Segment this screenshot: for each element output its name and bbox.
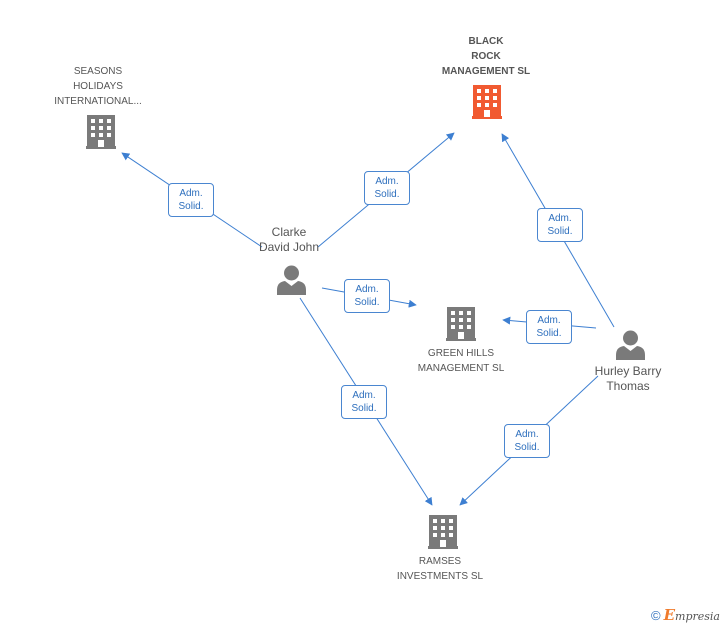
relation-badge-hurley-ramses[interactable]: Adm. Solid. — [504, 424, 550, 458]
company-label-seasons-holidays[interactable]: SEASONS HOLIDAYS INTERNATIONAL... — [54, 66, 142, 107]
relation-badge-hurley-greenhills[interactable]: Adm. Solid. — [526, 310, 572, 344]
brand-initial: E — [663, 606, 676, 624]
relation-badge-clarke-seasons[interactable]: Adm. Solid. — [168, 183, 214, 217]
brand-rest: mpresia — [675, 610, 720, 623]
person-icon[interactable] — [277, 265, 306, 295]
person-label-hurley[interactable]: Hurley Barry Thomas — [594, 364, 662, 393]
person-icon[interactable] — [616, 330, 645, 360]
building-icon[interactable] — [472, 85, 502, 119]
company-label-green-hills[interactable]: GREEN HILLS MANAGEMENT SL — [417, 348, 505, 374]
relation-badge-hurley-blackrock[interactable]: Adm. Solid. — [537, 208, 583, 242]
relation-badge-clarke-ramses[interactable]: Adm. Solid. — [341, 385, 387, 419]
relation-badge-clarke-greenhills[interactable]: Adm. Solid. — [344, 279, 390, 313]
company-label-black-rock[interactable]: BLACK ROCK MANAGEMENT SL — [441, 36, 531, 77]
building-icon[interactable] — [428, 515, 458, 549]
relation-badge-clarke-blackrock[interactable]: Adm. Solid. — [364, 171, 410, 205]
empresia-logo[interactable]: Empresia — [664, 606, 720, 624]
footer-brand: © Empresia — [651, 606, 720, 624]
building-icon[interactable] — [446, 307, 476, 341]
company-label-ramses[interactable]: RAMSES INVESTMENTS SL — [396, 556, 484, 582]
copyright-symbol: © — [651, 607, 661, 623]
person-label-clarke[interactable]: Clarke David John — [258, 225, 320, 254]
building-icon[interactable] — [86, 115, 116, 149]
